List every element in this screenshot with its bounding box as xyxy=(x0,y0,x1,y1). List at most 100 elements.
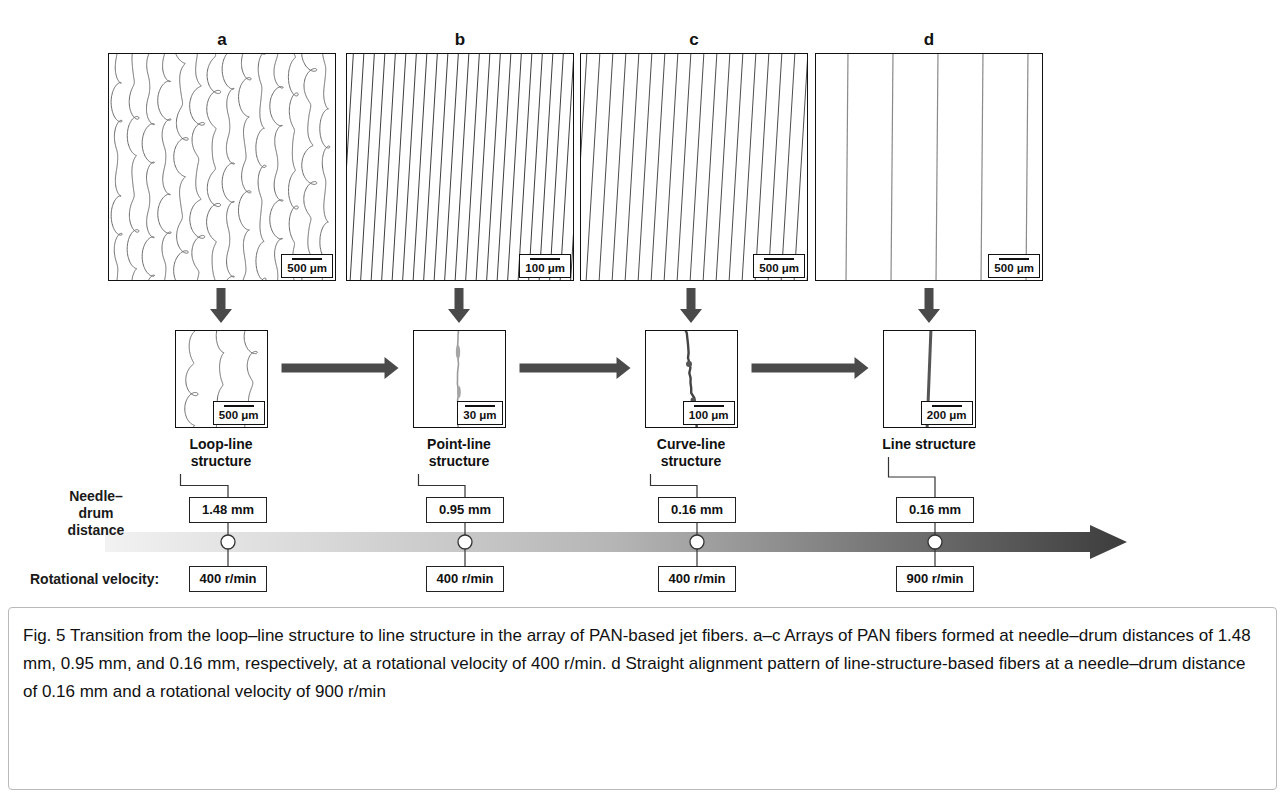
value-text: 400 r/min xyxy=(668,571,725,586)
scale-box: 100 μm xyxy=(519,254,571,278)
structure-label: Curve-line structure xyxy=(635,436,747,470)
detail-panel: Loop-line structure500 μm xyxy=(175,330,268,428)
fiber-loop xyxy=(127,53,139,281)
fiber-line xyxy=(742,53,756,281)
fiber-line xyxy=(768,53,782,281)
gradient-arrow xyxy=(105,525,1127,559)
fiber-loop xyxy=(185,330,198,428)
fiber-line xyxy=(612,53,626,281)
structure-label: Point-line structure xyxy=(403,436,515,470)
fiber-line xyxy=(476,53,490,281)
image-panel: a500 μm xyxy=(108,53,336,281)
detail-panel: Point-line structure30 μm xyxy=(413,330,506,428)
axis-dot xyxy=(690,535,704,549)
image-panel: b100 μm xyxy=(346,53,574,281)
connector-line xyxy=(419,474,466,497)
fiber-line xyxy=(729,53,743,281)
fiber-loop xyxy=(222,53,235,281)
axis-dot xyxy=(221,535,235,549)
fiber-line xyxy=(690,53,704,281)
fiber-line xyxy=(539,53,553,281)
fiber-loop xyxy=(239,53,252,281)
fiber-line xyxy=(529,53,543,281)
value-box: 900 r/min xyxy=(896,566,974,592)
fiber-loop xyxy=(190,53,205,281)
value-box: 400 r/min xyxy=(426,566,504,592)
block-arrow xyxy=(448,288,470,323)
axis-dot xyxy=(928,535,942,549)
fiber-array xyxy=(111,53,330,281)
value-box: 0.16 mm xyxy=(896,497,974,523)
block-arrow xyxy=(210,288,232,323)
scale-bar xyxy=(694,405,724,407)
block-arrow xyxy=(282,357,399,379)
value-box: 1.48 mm xyxy=(189,497,267,523)
scale-label: 500 μm xyxy=(994,262,1034,275)
scale-box: 500 μm xyxy=(988,254,1040,278)
fiber-loop xyxy=(207,53,221,281)
scale-label: 500 μm xyxy=(759,262,799,275)
fiber-line xyxy=(392,53,406,281)
scale-box: 500 μm xyxy=(281,254,333,278)
scale-bar xyxy=(465,405,495,407)
fiber-line xyxy=(361,53,375,281)
scale-label: 500 μm xyxy=(287,262,327,275)
bead xyxy=(457,386,461,398)
value-text: 0.16 mm xyxy=(909,502,961,517)
scale-box: 500 μm xyxy=(213,401,265,425)
fiber-loop xyxy=(256,53,266,281)
fiber-line xyxy=(625,53,639,281)
value-box: 0.16 mm xyxy=(658,497,736,523)
axis-label: Needle–drum distance xyxy=(30,488,162,539)
fiber-line xyxy=(891,53,893,281)
value-text: 900 r/min xyxy=(906,571,963,586)
fiber-line xyxy=(599,53,613,281)
fiber-line xyxy=(424,53,438,281)
fiber-loop xyxy=(302,53,317,281)
scale-label: 200 μm xyxy=(927,409,967,422)
structure-label: Loop-line structure xyxy=(165,436,277,470)
connector-line xyxy=(889,457,936,497)
bead xyxy=(686,361,692,367)
fiber-line xyxy=(936,53,938,281)
fiber-line xyxy=(455,53,469,281)
block-arrow xyxy=(680,288,702,323)
scale-bar xyxy=(764,258,794,260)
fiber-line xyxy=(794,53,808,281)
bead xyxy=(456,345,460,359)
fiber-loop xyxy=(270,53,283,281)
scale-bar xyxy=(224,405,254,407)
fiber-line xyxy=(981,53,983,281)
fiber-line xyxy=(560,53,574,281)
scale-box: 30 μm xyxy=(457,401,502,425)
fiber-line xyxy=(434,53,448,281)
fiber-line xyxy=(755,53,769,281)
value-box: 400 r/min xyxy=(658,566,736,592)
connector-line xyxy=(651,474,698,497)
scale-label: 100 μm xyxy=(689,409,729,422)
fiber-line xyxy=(508,53,522,281)
fiber-loop xyxy=(158,53,171,281)
fiber-line xyxy=(651,53,665,281)
fiber-line xyxy=(716,53,730,281)
panel-letter: a xyxy=(109,30,335,50)
value-text: 1.48 mm xyxy=(202,502,254,517)
scale-bar xyxy=(530,258,560,260)
scale-label: 30 μm xyxy=(463,409,496,422)
value-text: 0.16 mm xyxy=(671,502,723,517)
block-arrow xyxy=(918,288,940,323)
value-text: 0.95 mm xyxy=(439,502,491,517)
fiber-loop xyxy=(174,53,189,281)
fiber-line xyxy=(664,53,678,281)
fiber-line xyxy=(350,53,364,281)
scale-box: 500 μm xyxy=(753,254,805,278)
fiber-loop xyxy=(320,53,330,281)
fiber-line xyxy=(586,53,600,281)
scale-bar xyxy=(999,258,1029,260)
detail-panel: Line structure200 μm xyxy=(883,330,976,428)
block-arrow xyxy=(520,357,631,379)
fiber-line xyxy=(518,53,532,281)
fiber-line xyxy=(1026,53,1028,281)
structure-label: Line structure xyxy=(873,436,985,453)
